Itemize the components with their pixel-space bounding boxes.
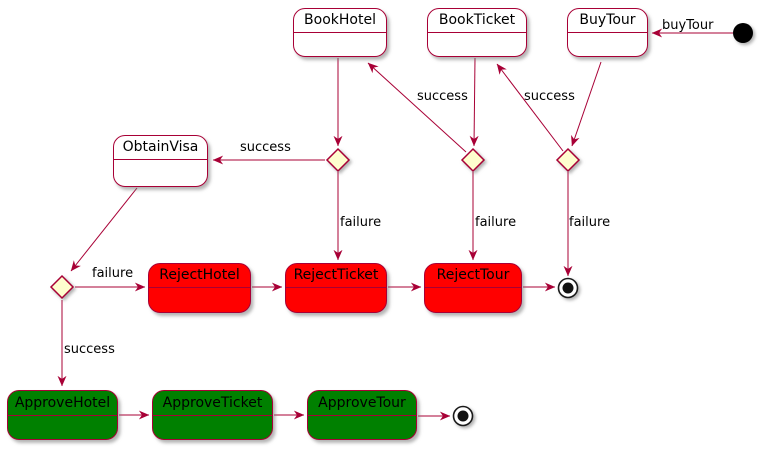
state-reject-tour: RejectTour: [424, 263, 522, 313]
state-reject-hotel: RejectHotel: [148, 263, 251, 313]
state-approve-ticket: ApproveTicket: [152, 390, 273, 440]
edge-bookticket-to-ticket-choice: [469, 57, 479, 147]
edge-buytour-to-tour-choice: [571, 61, 602, 147]
label-tour-failure: failure: [569, 215, 611, 230]
label-tour-success: success: [524, 89, 575, 104]
final-state-reject: [557, 277, 579, 299]
state-obtain-visa-body: [114, 160, 207, 187]
visa-choice-diamond: [49, 274, 75, 300]
state-book-hotel-body: [294, 33, 386, 57]
label-buytour: buyTour: [662, 18, 714, 33]
state-obtain-visa: ObtainVisa: [113, 135, 208, 187]
state-buy-tour-body: [568, 33, 647, 57]
state-approve-tour: ApproveTour: [307, 390, 417, 440]
state-obtain-visa-label: ObtainVisa: [114, 136, 207, 160]
state-approve-hotel-body: [8, 416, 117, 440]
label-visa-success: success: [64, 342, 115, 357]
label-ticket-success: success: [417, 89, 468, 104]
edge-tour-choice-to-bookticket: [496, 63, 564, 152]
state-approve-ticket-body: [153, 416, 272, 440]
state-reject-ticket: RejectTicket: [285, 263, 387, 313]
label-hotel-failure: failure: [340, 215, 382, 230]
state-reject-ticket-body: [286, 288, 386, 313]
state-approve-tour-body: [308, 416, 416, 440]
ticket-choice-diamond: [460, 147, 486, 173]
label-visa-failure: failure: [92, 266, 134, 281]
edge-ticket-choice-to-bookhotel: [367, 62, 467, 153]
label-ticket-failure: failure: [475, 215, 517, 230]
state-reject-hotel-body: [149, 288, 250, 313]
state-book-ticket: BookTicket: [427, 8, 527, 57]
state-reject-hotel-label: RejectHotel: [149, 264, 250, 288]
state-approve-hotel-label: ApproveHotel: [8, 391, 117, 416]
hotel-choice-diamond: [325, 147, 351, 173]
state-buy-tour: BuyTour: [567, 8, 648, 57]
initial-state-circle: [733, 23, 753, 43]
edge-obtainvisa-to-visa-choice: [70, 187, 138, 272]
label-hotel-success: success: [240, 140, 291, 155]
final-state-approve: [452, 405, 474, 427]
state-buy-tour-label: BuyTour: [568, 9, 647, 33]
state-reject-tour-body: [425, 288, 521, 313]
state-reject-tour-label: RejectTour: [425, 264, 521, 288]
state-approve-hotel: ApproveHotel: [7, 390, 118, 440]
tour-choice-diamond: [555, 147, 581, 173]
state-reject-ticket-label: RejectTicket: [286, 264, 386, 288]
state-book-ticket-body: [428, 33, 526, 57]
state-approve-ticket-label: ApproveTicket: [153, 391, 272, 416]
state-book-hotel: BookHotel: [293, 8, 387, 57]
state-book-hotel-label: BookHotel: [294, 9, 386, 33]
state-approve-tour-label: ApproveTour: [308, 391, 416, 416]
state-book-ticket-label: BookTicket: [428, 9, 526, 33]
